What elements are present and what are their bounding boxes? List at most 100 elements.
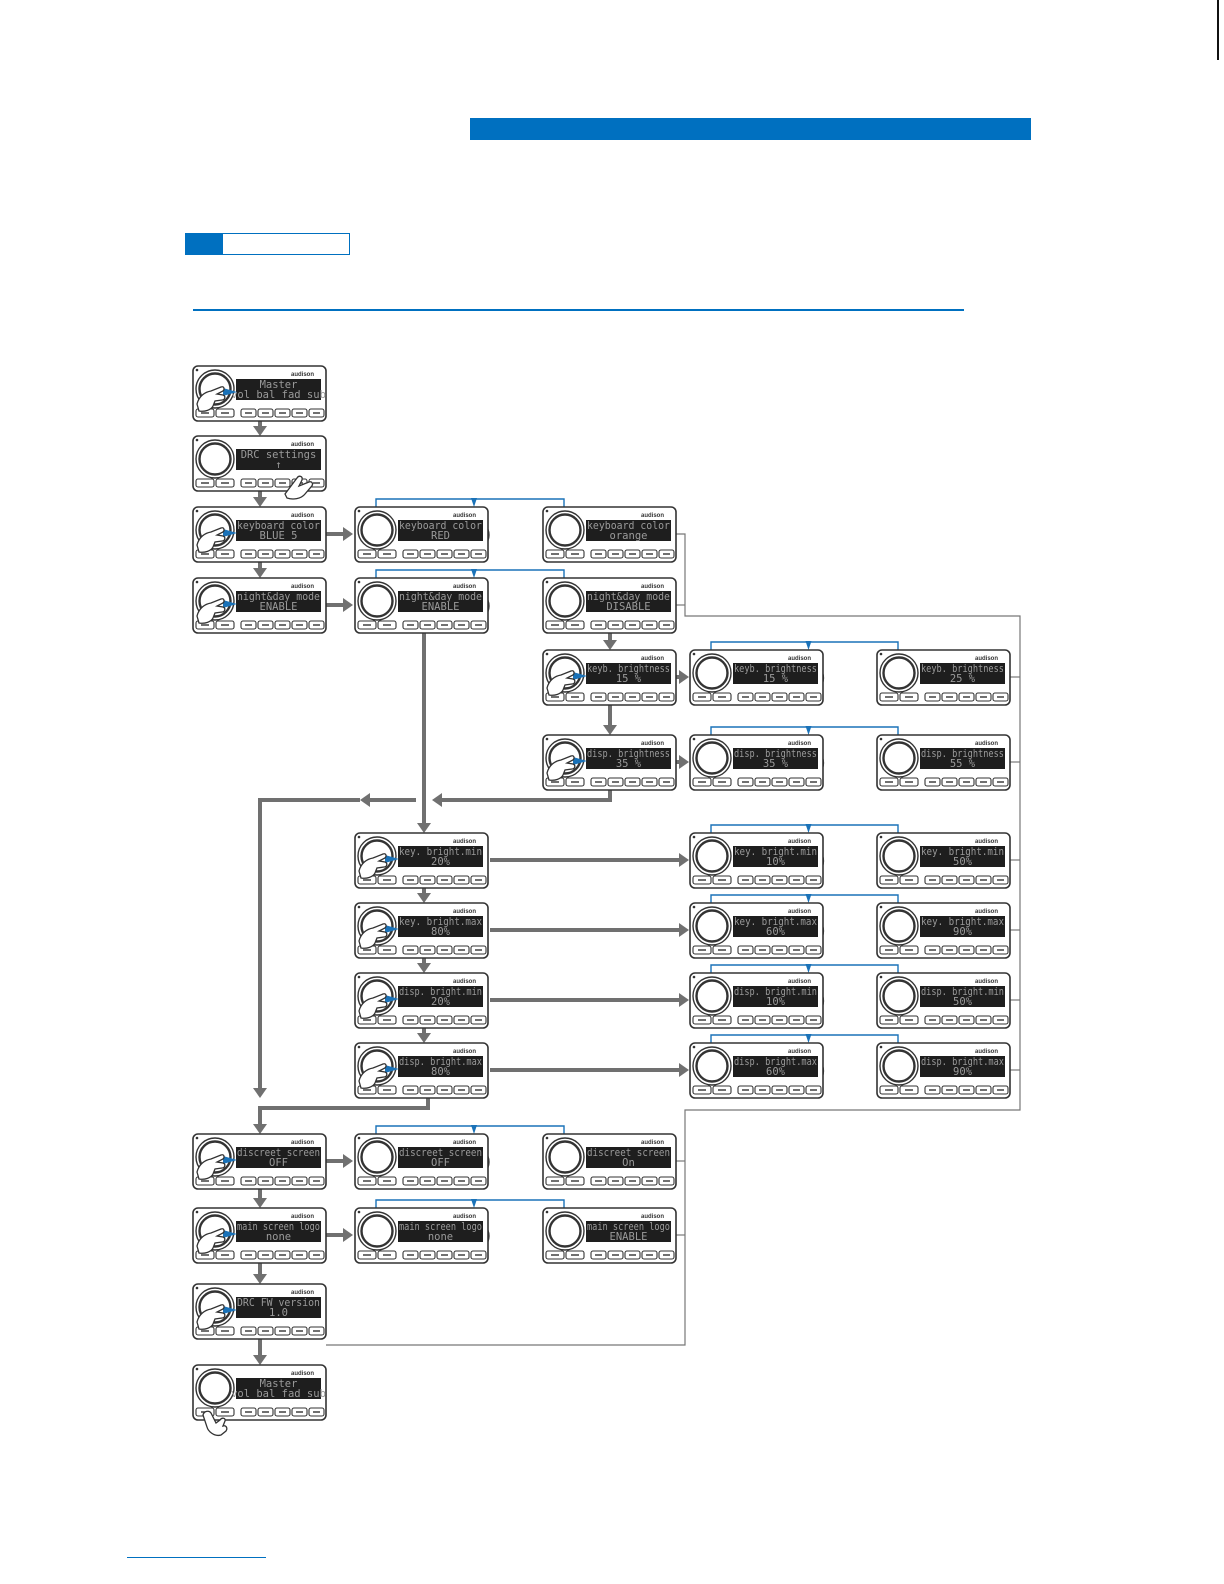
status-led	[357, 1210, 361, 1214]
volume-knob[interactable]	[879, 1046, 919, 1086]
volume-knob[interactable]	[879, 976, 919, 1016]
volume-knob[interactable]	[545, 1137, 585, 1177]
volume-knob-ring	[198, 1371, 232, 1405]
arrow-icon	[603, 725, 617, 735]
lcd-line-2: 50%	[953, 996, 973, 1008]
hand-pointer-icon	[196, 386, 226, 412]
selection-pointer-icon	[223, 1306, 237, 1314]
arrow-icon	[679, 993, 689, 1007]
lcd-screen	[398, 916, 483, 937]
selection-pointer-icon	[573, 757, 587, 765]
volume-knob[interactable]	[879, 653, 919, 693]
volume-knob[interactable]	[692, 653, 732, 693]
hand-pointer-icon	[358, 993, 388, 1019]
section-tab-marker	[185, 233, 222, 255]
brand-logo: audison	[975, 839, 998, 845]
status-led	[879, 975, 883, 979]
lcd-line-1: DRC FW version	[237, 1297, 320, 1309]
volume-knob-ring	[882, 1049, 916, 1083]
lcd-screen	[236, 1147, 321, 1168]
brand-logo: audison	[788, 1049, 811, 1055]
status-led	[357, 509, 361, 513]
lcd-line-1: Master	[260, 379, 298, 391]
volume-knob[interactable]	[692, 836, 732, 876]
lcd-screen	[236, 449, 321, 470]
hand-pointer-icon	[546, 670, 576, 696]
volume-knob-ring	[695, 979, 729, 1013]
status-led	[545, 737, 549, 741]
lcd-line-2: BLUE 5	[260, 530, 298, 542]
hand-pointer-icon	[196, 1228, 226, 1254]
lcd-line-1: night&day mode	[237, 591, 320, 603]
volume-knob-ring	[360, 839, 394, 873]
arrow-icon	[417, 1033, 431, 1043]
lcd-line-1: main screen logo	[237, 1221, 320, 1233]
status-led	[357, 905, 361, 909]
lcd-screen	[733, 916, 818, 937]
lcd-line-2: 15 %	[616, 673, 642, 685]
lcd-line-2: On	[622, 1157, 635, 1169]
volume-knob-ring	[695, 741, 729, 775]
volume-knob[interactable]	[692, 738, 732, 778]
lcd-line-2: 50%	[953, 856, 973, 868]
brand-logo: audison	[641, 1214, 664, 1220]
volume-knob[interactable]	[879, 906, 919, 946]
brand-logo: audison	[291, 1290, 314, 1296]
arrow-icon	[471, 1125, 477, 1134]
lcd-screen	[586, 520, 671, 541]
hand-pointer-icon	[358, 853, 388, 879]
flow-arrow-down	[258, 798, 360, 1088]
lcd-screen	[920, 986, 1005, 1007]
arrow-icon	[471, 1199, 477, 1208]
selection-pointer-icon	[573, 672, 587, 680]
volume-knob[interactable]	[357, 1137, 397, 1177]
brand-logo: audison	[291, 1214, 314, 1220]
arrow-icon	[343, 527, 353, 541]
volume-knob[interactable]	[692, 1046, 732, 1086]
volume-knob[interactable]	[357, 581, 397, 621]
drc-unit-master1: ESCSELaudisonMastervol bal fad sub	[192, 365, 327, 422]
lcd-screen	[398, 986, 483, 1007]
volume-knob-ring	[360, 513, 394, 547]
brand-logo: audison	[641, 1140, 664, 1146]
volume-knob[interactable]	[879, 836, 919, 876]
lcd-line-1: disp. bright.max	[921, 1056, 1004, 1068]
lcd-line-2: vol bal fad sub	[231, 1388, 326, 1400]
hand-pointer-icon	[284, 475, 314, 500]
volume-knob[interactable]	[692, 906, 732, 946]
volume-knob[interactable]	[195, 1368, 235, 1408]
lcd-screen	[236, 1221, 321, 1242]
volume-knob-ring	[548, 741, 582, 775]
arrow-icon	[343, 1228, 353, 1242]
return-line	[326, 533, 1021, 1346]
volume-knob[interactable]	[545, 581, 585, 621]
arrow-icon	[253, 426, 267, 436]
arrow-icon	[805, 726, 812, 735]
lcd-line-1: main screen logo	[399, 1221, 482, 1233]
volume-knob[interactable]	[357, 510, 397, 550]
selection-pointer-icon	[385, 855, 399, 863]
lcd-line-2: ENABLE	[260, 601, 298, 613]
lcd-line-1: discreet screen	[237, 1147, 320, 1159]
flow-arrow-down	[258, 1098, 430, 1124]
volume-knob[interactable]	[357, 1211, 397, 1251]
lcd-line-2: 90%	[953, 1066, 973, 1078]
volume-knob[interactable]	[692, 976, 732, 1016]
lcd-line-2: 25 %	[950, 673, 976, 685]
volume-knob[interactable]	[879, 738, 919, 778]
volume-knob[interactable]	[195, 439, 235, 479]
volume-knob[interactable]	[545, 510, 585, 550]
volume-knob[interactable]	[545, 1211, 585, 1251]
